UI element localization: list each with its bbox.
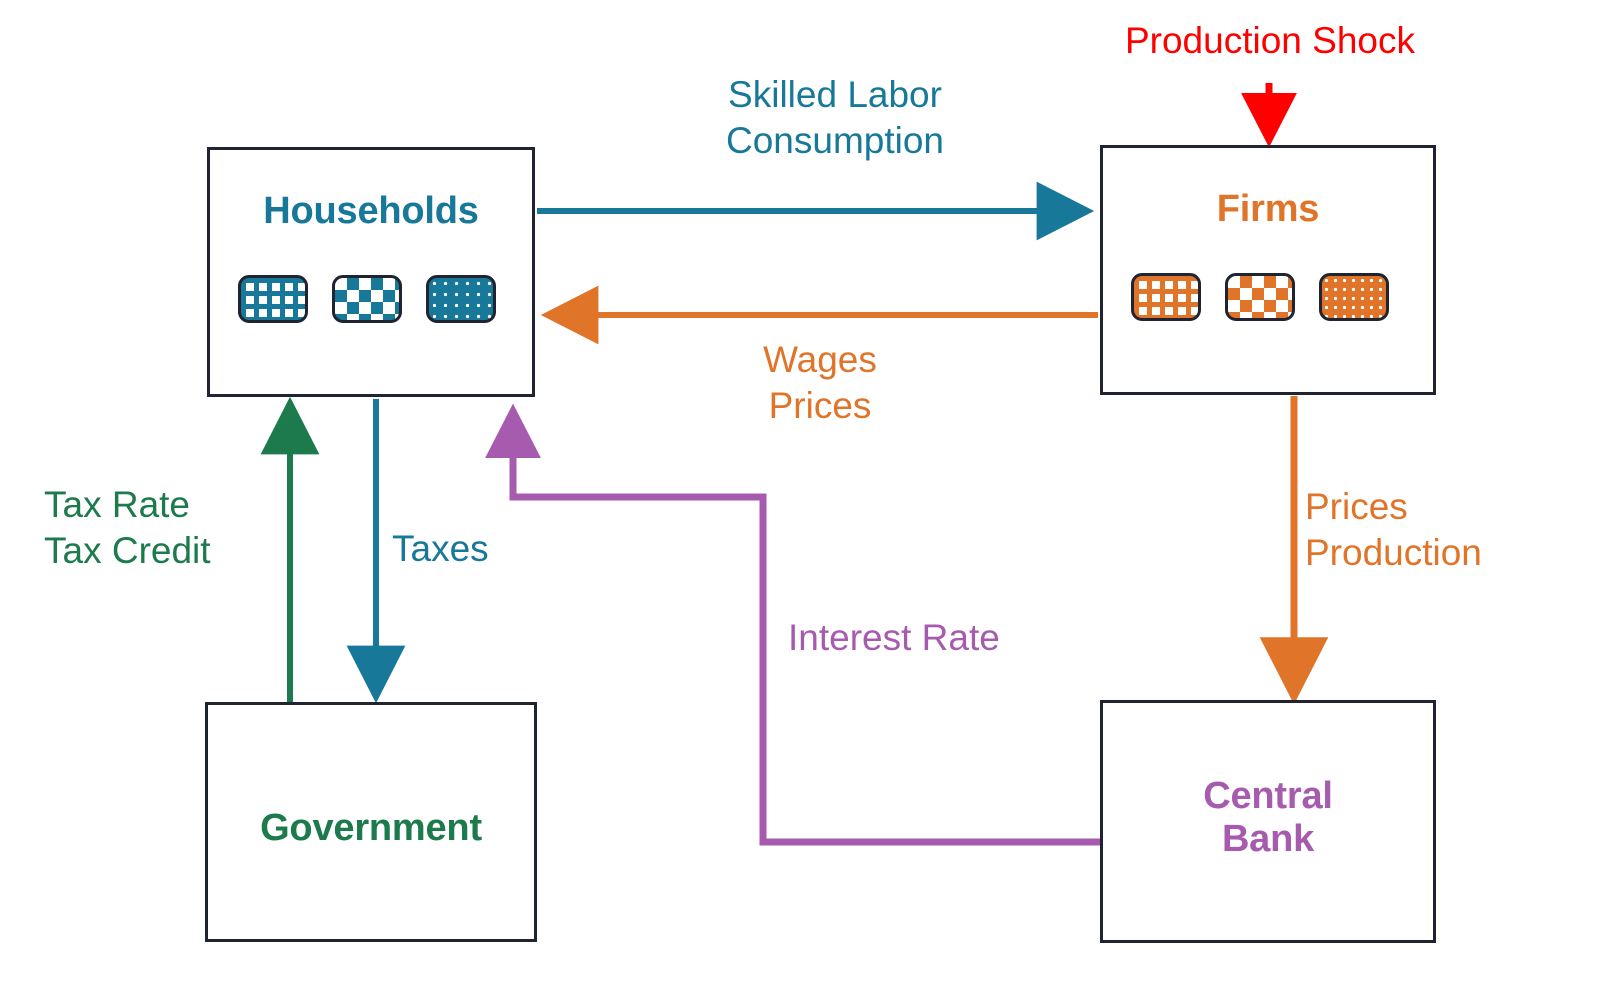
grid-pattern-agent-icon — [1131, 273, 1201, 321]
edge-label-skilled-labor-consumption: Skilled Labor Consumption — [725, 74, 944, 161]
edge-label-interest-rate: Interest Rate — [788, 617, 1000, 658]
edge-label-tax-rate-tax-credit: Tax Rate Tax Credit — [44, 484, 211, 571]
firms-agent-row — [1103, 273, 1433, 321]
node-firms-title: Firms — [1216, 188, 1320, 230]
node-government[interactable]: Government — [205, 702, 537, 942]
node-firms[interactable]: Firms — [1100, 145, 1436, 395]
edge-label-wages-prices: Wages Prices — [763, 339, 877, 426]
checker-pattern-agent-icon — [332, 275, 402, 323]
node-households-title: Households — [263, 190, 479, 232]
node-government-title: Government — [260, 807, 482, 849]
households-agent-row — [210, 275, 532, 323]
edge-label-prices-production: Prices Production — [1305, 486, 1482, 573]
edge-label-taxes: Taxes — [392, 528, 489, 569]
node-households[interactable]: Households — [207, 147, 535, 397]
node-central-bank[interactable]: Central Bank — [1100, 700, 1436, 943]
grid-pattern-agent-icon — [238, 275, 308, 323]
edge-label-production-shock: Production Shock — [1124, 20, 1415, 61]
dot-pattern-agent-icon — [426, 275, 496, 323]
checker-pattern-agent-icon — [1225, 273, 1295, 321]
dot-pattern-agent-icon — [1319, 273, 1389, 321]
node-central-bank-title: Central Bank — [1203, 775, 1333, 860]
